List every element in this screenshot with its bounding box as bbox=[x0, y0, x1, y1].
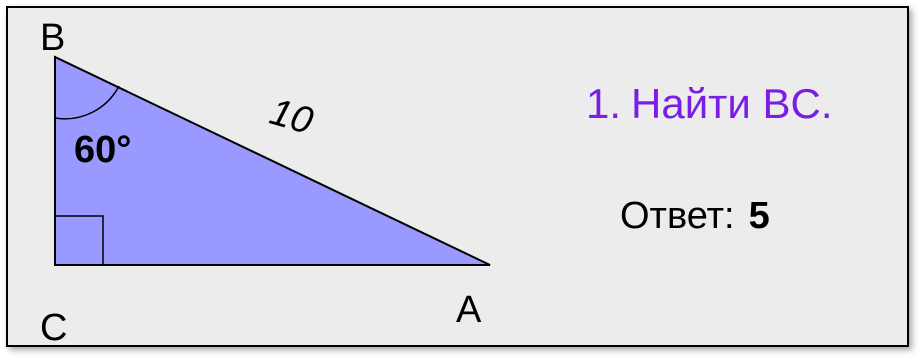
right-angle-marker bbox=[55, 215, 104, 265]
task-number: 1. bbox=[586, 80, 622, 127]
task-text: Найти BC. bbox=[631, 80, 833, 127]
angle-b-label: 60° bbox=[74, 129, 131, 171]
answer-label: Ответ: bbox=[620, 195, 735, 237]
triangle-abc bbox=[54, 55, 491, 266]
angle-b-arc bbox=[54, 85, 120, 120]
task-line: 1.Найти BC. bbox=[586, 80, 833, 128]
answer-value: 5 bbox=[748, 195, 770, 237]
vertex-label-b: B bbox=[40, 17, 65, 59]
vertex-label-a: A bbox=[456, 289, 482, 331]
vertex-label-c: C bbox=[40, 307, 67, 349]
side-ab-label: 10 bbox=[265, 91, 317, 143]
answer-line: Ответ: 5 bbox=[620, 195, 770, 238]
